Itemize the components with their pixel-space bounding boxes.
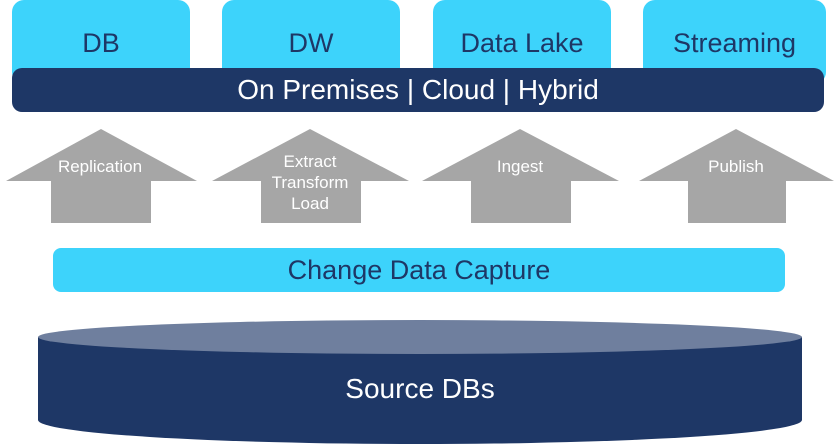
target-db-label: DB <box>82 28 120 58</box>
source-db-cylinder-top <box>38 320 802 354</box>
publish-label: Publish <box>676 156 796 177</box>
source-db-cylinder-body <box>38 337 802 444</box>
change-data-capture-bar: Change Data Capture <box>53 248 785 292</box>
etl-label-line-1: Extract <box>283 152 337 171</box>
etl-label-line-3: Load <box>291 194 329 213</box>
deployment-options-label: On Premises | Cloud | Hybrid <box>237 74 599 105</box>
etl-arrow <box>212 129 409 223</box>
etl-label: Extract Transform Load <box>250 151 370 214</box>
deployment-options-bar: On Premises | Cloud | Hybrid <box>12 68 824 112</box>
target-streaming-label: Streaming <box>672 28 797 58</box>
target-dw-label: DW <box>288 28 334 58</box>
replication-label-line: Replication <box>57 157 143 176</box>
publish-label-line: Publish <box>708 157 764 176</box>
target-data-lake-label: Data Lake <box>460 28 584 58</box>
etl-label-line-2: Transform <box>271 173 349 192</box>
source-dbs-label: Source DBs <box>345 373 495 404</box>
ingest-label-line: Ingest <box>496 157 544 176</box>
replication-arrow <box>6 129 197 223</box>
publish-arrow <box>639 129 834 223</box>
ingest-label: Ingest <box>460 156 580 177</box>
replication-label: Replication <box>40 156 160 177</box>
ingest-arrow <box>422 129 619 223</box>
change-data-capture-label: Change Data Capture <box>287 255 551 285</box>
